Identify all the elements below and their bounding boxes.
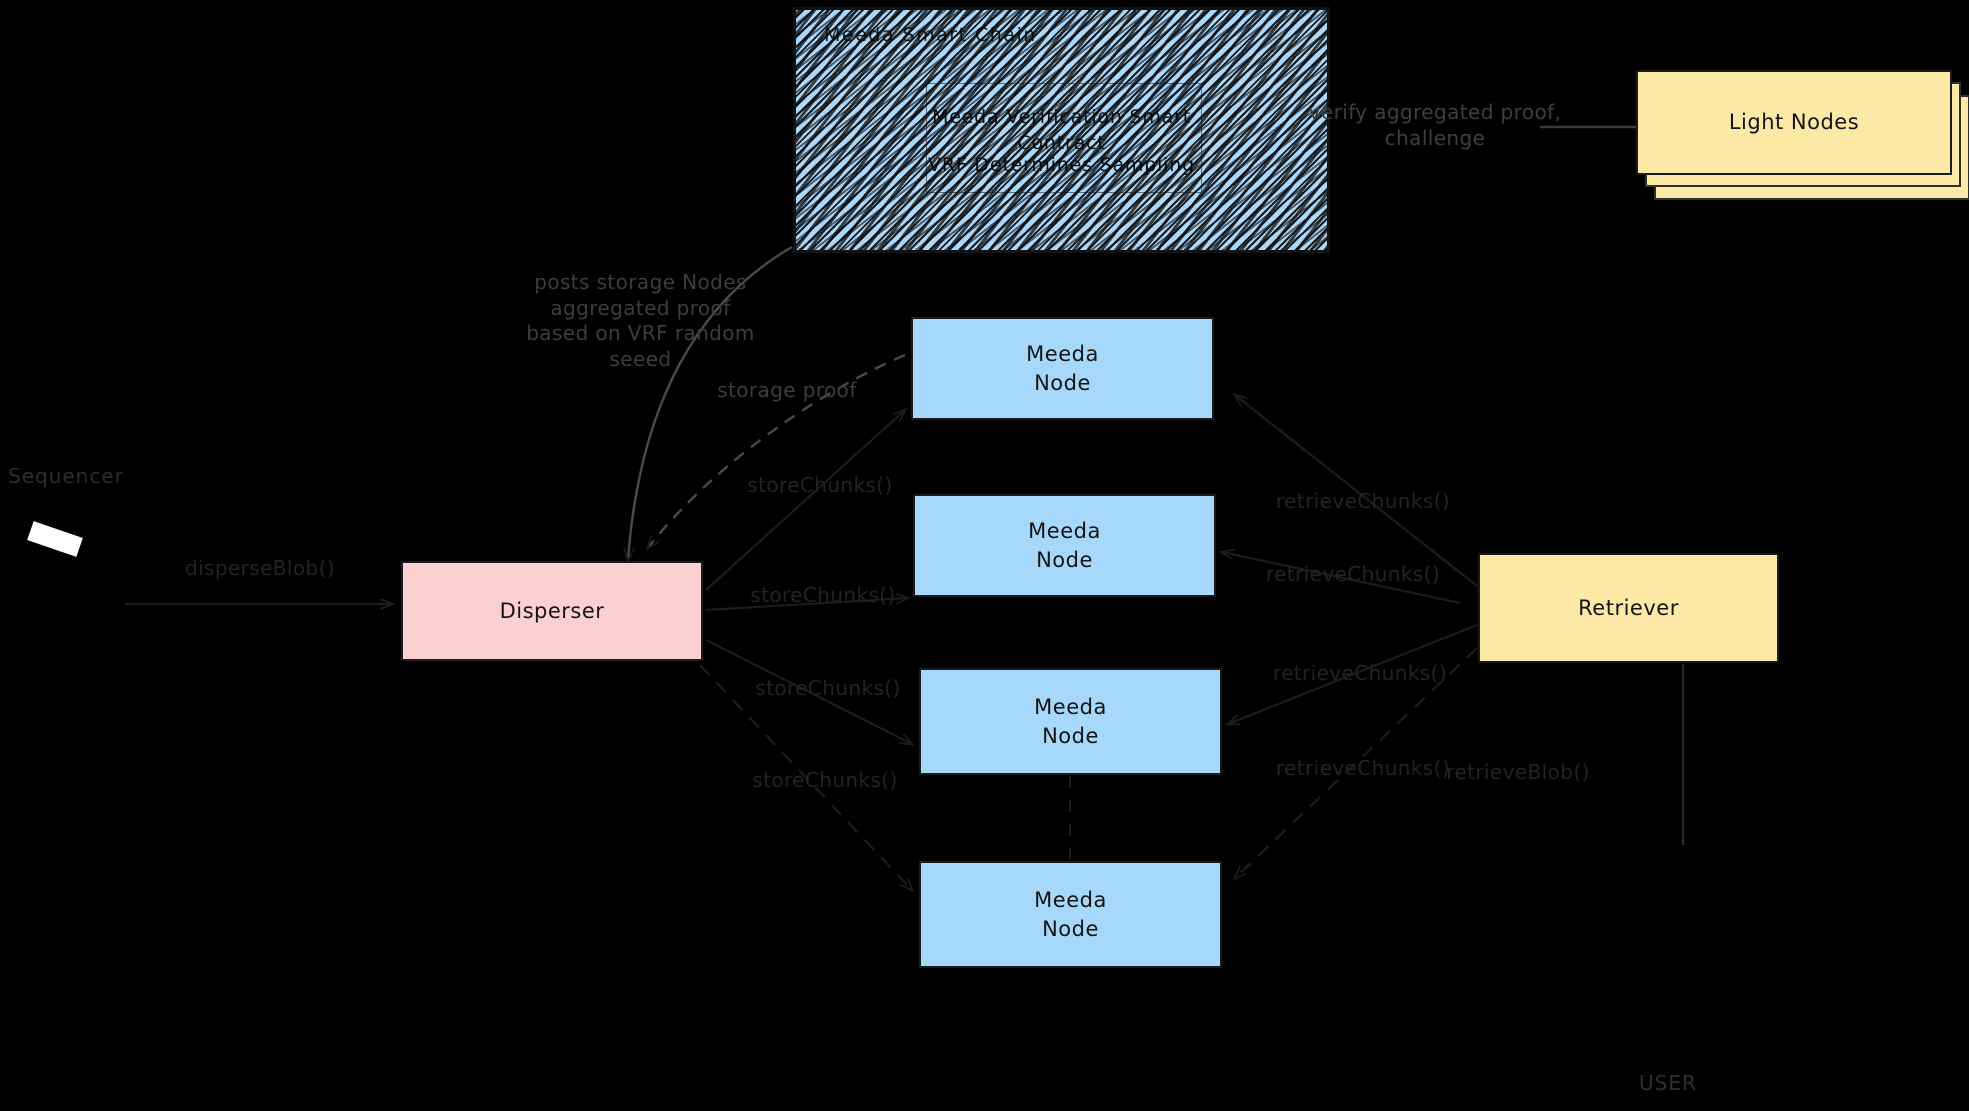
disperser-box[interactable]: Disperser	[401, 561, 703, 661]
light-nodes-label: Light Nodes	[1728, 110, 1860, 135]
light-nodes-box[interactable]: Light Nodes	[1636, 70, 1952, 175]
meeda-node-4-label: Meeda Node	[1034, 888, 1107, 941]
verification-contract-inner-box	[926, 83, 1202, 193]
meeda-node-4[interactable]: Meeda Node	[919, 861, 1222, 968]
sequencer-label: Sequencer	[8, 464, 124, 488]
edge-retrieve-chunks-4	[1235, 647, 1478, 878]
edge-store-chunks-3	[705, 639, 912, 744]
meeda-node-2-label: Meeda Node	[1028, 519, 1101, 572]
edge-store-chunks-1	[705, 410, 905, 591]
user-label: USER	[1639, 1071, 1697, 1095]
meeda-smart-chain-box[interactable]: Meeda Smart Chain Meeda Verification Sma…	[793, 7, 1330, 253]
edge-retrieve-chunks-3	[1228, 623, 1478, 724]
retriever-box[interactable]: Retriever	[1478, 553, 1779, 663]
meeda-node-1-label: Meeda Node	[1026, 342, 1099, 395]
meeda-node-2[interactable]: Meeda Node	[913, 494, 1216, 597]
edge-retrieve-chunks-1	[1235, 395, 1478, 587]
edge-retrieve-chunks-2	[1222, 552, 1461, 605]
verification-contract-label: Meeda Verification Smart Contract	[932, 106, 1191, 154]
edge-store-chunks-4	[699, 664, 912, 890]
edge-posts-proof	[628, 245, 793, 560]
meeda-node-1[interactable]: Meeda Node	[911, 317, 1214, 420]
vrf-sampling-label: VRF Determines Sampling	[928, 154, 1195, 176]
retriever-label: Retriever	[1578, 595, 1679, 620]
edge-storage-proof	[648, 353, 906, 548]
chain-box-title: Meeda Smart Chain	[824, 24, 1037, 46]
meeda-node-3-label: Meeda Node	[1034, 695, 1107, 748]
meeda-node-3[interactable]: Meeda Node	[919, 668, 1222, 775]
edge-store-chunks-2	[705, 598, 908, 612]
disperser-label: Disperser	[499, 598, 605, 623]
